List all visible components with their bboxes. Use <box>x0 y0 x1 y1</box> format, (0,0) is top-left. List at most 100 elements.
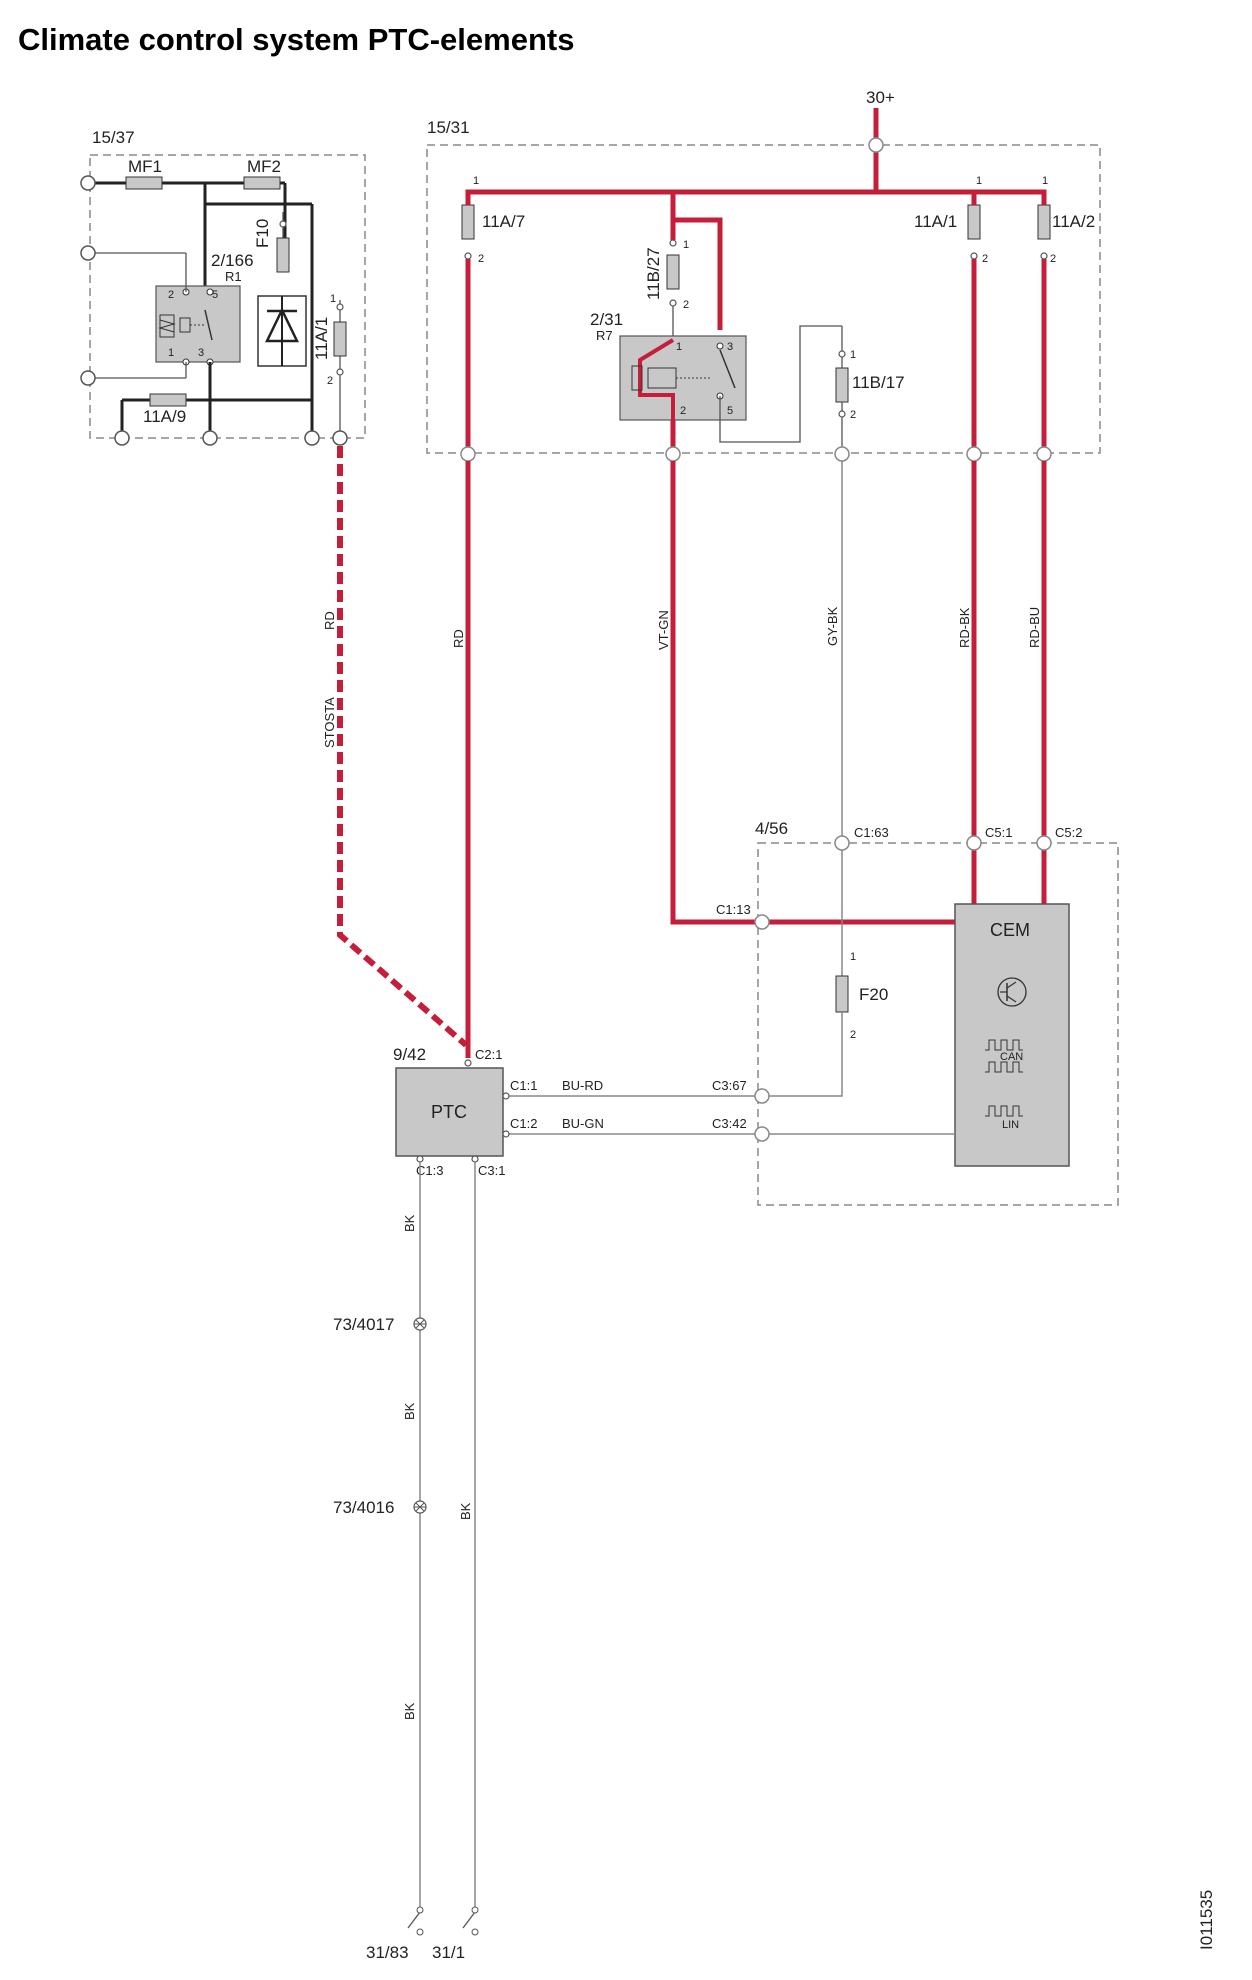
relay-name-r1: R1 <box>225 269 242 284</box>
pin-11b-17-1: 1 <box>850 349 856 361</box>
wire-stosta: RD STOSTA <box>322 446 468 1048</box>
relay-r7-pin-5: 5 <box>727 405 733 417</box>
document-id: I011535 <box>1197 1890 1216 1950</box>
relay-id-2-31: 2/31 <box>590 310 623 329</box>
splice-label-73-4017: 73/4017 <box>333 1315 394 1334</box>
relay-r1-pin-1: 1 <box>168 347 174 359</box>
fuse-label-11a-1-left: 11A/1 <box>312 317 331 360</box>
pin-11b-27-2: 2 <box>683 299 689 311</box>
wire-label-stosta-rd: RD <box>322 611 337 630</box>
fuse-label-11a-1-right: 11A/1 <box>914 212 957 231</box>
pin-11b-17-2: 2 <box>850 409 856 421</box>
connector-c1-63: C1:63 <box>854 825 889 840</box>
connector-c2-1: C2:1 <box>475 1047 502 1062</box>
splice-icon-73-4017 <box>413 1317 427 1331</box>
lin-label: LIN <box>1002 1119 1019 1131</box>
box-id-15-31: 15/31 <box>427 118 470 137</box>
connector-c5-1: C5:1 <box>985 825 1012 840</box>
fuse-label-11a-2: 11A/2 <box>1052 212 1095 231</box>
pin-11a-7-1: 1 <box>473 175 479 187</box>
wire-label-gy-bk: GY-BK <box>825 606 840 646</box>
relay-r7-pin-3: 3 <box>727 341 733 353</box>
wire-label-bk-4: BK <box>402 1702 417 1720</box>
splice-label-73-4016: 73/4016 <box>333 1498 394 1517</box>
fuse-label-11a-7: 11A/7 <box>482 212 525 231</box>
ptc-id: 9/42 <box>393 1045 426 1064</box>
wire-label-rd-bk: RD-BK <box>957 607 972 648</box>
fuse-11b-17 <box>835 367 849 403</box>
relay-r1-pin-2: 2 <box>168 289 174 301</box>
connector-c5-2: C5:2 <box>1055 825 1082 840</box>
ground-switch-icon-31-83 <box>407 1906 424 1936</box>
can-bus-icon: CAN <box>985 1039 1023 1073</box>
relay-r7-pin-1: 1 <box>676 341 682 353</box>
wire-label-vt-gn: VT-GN <box>656 610 671 650</box>
page-title: Climate control system PTC-elements <box>18 22 575 57</box>
fuse-label-mf1: MF1 <box>128 157 162 176</box>
fuse-f20 <box>835 975 849 1013</box>
cem-box-4-56: 4/56 C1:63 C5:1 C5:2 C1:13 F20 1 2 CEM C… <box>712 819 1119 1206</box>
wire-label-bk-1: BK <box>402 1214 417 1232</box>
relay-r7-pin-2: 2 <box>680 405 686 417</box>
fuse-mf2 <box>243 176 281 190</box>
fuse-label-f20: F20 <box>859 985 888 1004</box>
fuse-box-15-31: 15/31 30+ 11A/7 1 2 11A/1 1 2 11A/2 1 2 <box>426 88 1101 462</box>
ptc-name: PTC <box>431 1102 467 1122</box>
pin-11a-1-left-2: 2 <box>327 375 333 387</box>
fuse-mf1 <box>125 176 163 190</box>
wire-label-bu-gn: BU-GN <box>562 1116 604 1131</box>
fuse-11a-1-right <box>967 204 981 240</box>
ground-label-31-1: 31/1 <box>432 1943 465 1962</box>
cem-name: CEM <box>990 920 1030 940</box>
ptc-module <box>395 1067 504 1157</box>
wire-label-stosta: STOSTA <box>322 697 337 748</box>
connector-c1-3: C1:3 <box>416 1163 443 1178</box>
connector-c3-42: C3:42 <box>712 1116 747 1131</box>
connector-c1-1: C1:1 <box>510 1078 537 1093</box>
pin-11a-2-2: 2 <box>1050 253 1056 265</box>
splice-icon-73-4016 <box>413 1500 427 1514</box>
ptc-module-9-42: 9/42 PTC C2:1 C1:1 BU-RD C1:2 BU-GN C1:3… <box>393 1045 755 1178</box>
can-label: CAN <box>1000 1051 1023 1063</box>
pin-f20-2: 2 <box>850 1029 856 1041</box>
ground-wires: BK BK BK BK 73/4017 73/4016 31/83 <box>333 1162 479 1962</box>
lin-bus-icon: LIN <box>985 1105 1023 1131</box>
fuse-box-15-37: 15/37 MF1 MF2 F10 2/166 R1 2 5 1 3 <box>80 128 366 446</box>
supply-30-plus: 30+ <box>866 88 895 107</box>
relay-name-r7: R7 <box>596 328 613 343</box>
fuse-11a-2 <box>1037 204 1051 240</box>
pin-11a-2-1: 1 <box>1042 175 1048 187</box>
fuse-f10 <box>276 237 290 273</box>
relay-r1-pin-5: 5 <box>212 289 218 301</box>
relay-id-2-166: 2/166 <box>211 251 254 270</box>
connector-c3-67: C3:67 <box>712 1078 747 1093</box>
wire-label-bk-2: BK <box>402 1402 417 1420</box>
relay-r1-pin-3: 3 <box>198 347 204 359</box>
cem-module <box>954 903 1070 1167</box>
wire-label-bu-rd: BU-RD <box>562 1078 603 1093</box>
fuse-11a-7 <box>461 204 475 240</box>
fuse-11a-9 <box>149 393 187 407</box>
connector-c3-1: C3:1 <box>478 1163 505 1178</box>
fuse-label-11a-9: 11A/9 <box>143 407 186 426</box>
wire-label-rd: RD <box>451 629 466 648</box>
box-id-15-37: 15/37 <box>92 128 135 147</box>
wire-label-bk-3: BK <box>458 1502 473 1520</box>
relay-2-166 <box>155 285 241 363</box>
fuse-label-mf2: MF2 <box>247 157 281 176</box>
harness-wires: RD VT-GN GY-BK RD-BK RD-BU <box>451 461 1047 1058</box>
connector-c1-2: C1:2 <box>510 1116 537 1131</box>
pin-11a-1-right-2: 2 <box>982 253 988 265</box>
fuse-11a-1-left <box>333 321 347 357</box>
connector-c1-13: C1:13 <box>716 902 751 917</box>
ground-switch-icon-31-1 <box>462 1906 479 1936</box>
pin-11b-27-1: 1 <box>683 239 689 251</box>
fuse-label-f10: F10 <box>253 219 272 248</box>
pin-11a-7-2: 2 <box>478 253 484 265</box>
fuse-label-11b-17: 11B/17 <box>852 373 905 392</box>
pin-11a-1-left-1: 1 <box>330 293 336 305</box>
wire-label-rd-bu: RD-BU <box>1027 607 1042 648</box>
box-id-4-56: 4/56 <box>755 819 788 838</box>
pin-f20-1: 1 <box>850 951 856 963</box>
